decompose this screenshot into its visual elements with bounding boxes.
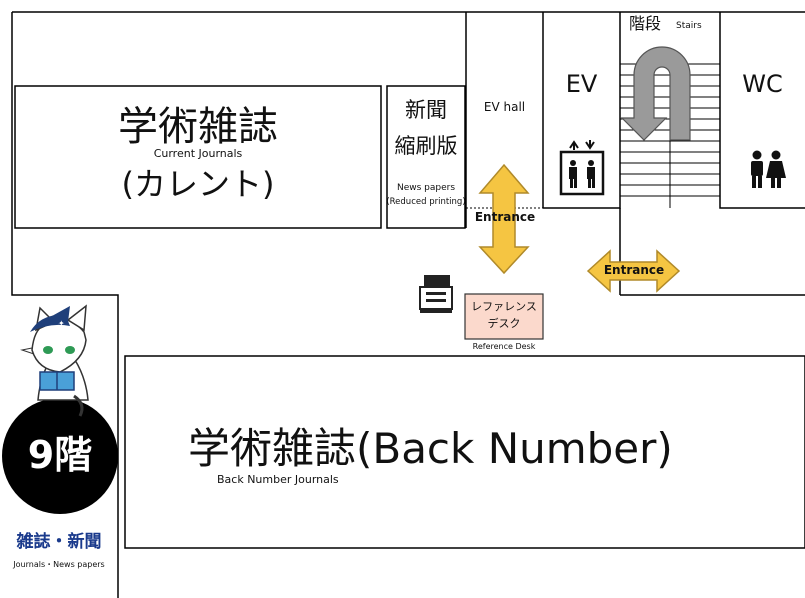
reference-desk-sub: Reference Desk bbox=[472, 342, 536, 351]
newspapers-sub2: (Reduced printing) bbox=[386, 197, 466, 207]
ev-hall-label: EV hall bbox=[483, 100, 526, 114]
entrance-arrow-vertical bbox=[478, 163, 530, 275]
back-number-subtitle: Back Number Journals bbox=[217, 473, 339, 486]
cat-mascot-icon: ✦ bbox=[20, 304, 89, 417]
wc-room bbox=[719, 12, 805, 209]
current-journals-title2: (カレント) bbox=[121, 165, 275, 203]
entrance-label-horizontal[interactable]: Entrance bbox=[603, 263, 665, 277]
floor-number: 9階 bbox=[27, 433, 93, 477]
floor-category: 雑誌・新聞 bbox=[16, 532, 102, 552]
stairs-label-jp: 階段 bbox=[629, 14, 662, 33]
current-journals-room bbox=[14, 85, 382, 229]
reference-desk bbox=[464, 293, 544, 340]
svg-text:✦: ✦ bbox=[58, 319, 65, 328]
newspapers-room bbox=[386, 85, 466, 229]
elevator-icon bbox=[559, 140, 605, 196]
entrance-label-vertical[interactable]: Entrance bbox=[474, 210, 536, 224]
ev-label: EV bbox=[565, 70, 598, 98]
wc-label: WC bbox=[742, 70, 783, 98]
reference-desk-line1: レファレンス bbox=[471, 300, 537, 313]
current-journals-title: 学術雑誌 bbox=[118, 104, 278, 150]
current-journals-subtitle: Current Journals bbox=[153, 147, 243, 160]
newspapers-sub1: News papers bbox=[396, 183, 456, 193]
stairs-arrow-icon bbox=[620, 46, 691, 141]
back-number-room bbox=[124, 355, 805, 549]
newspapers-title1: 新聞 bbox=[405, 98, 447, 122]
reference-desk-line2: デスク bbox=[487, 317, 521, 330]
wall-left bbox=[11, 12, 119, 598]
stairs-label-en: Stairs bbox=[676, 21, 702, 31]
copier-icon bbox=[419, 275, 453, 313]
newspapers-title2: 縮刷版 bbox=[394, 134, 458, 158]
floor-badge bbox=[2, 398, 118, 514]
entrance-arrow-horizontal bbox=[586, 249, 681, 293]
floor-category-sub: Journals・News papers bbox=[13, 560, 105, 569]
restroom-icon bbox=[751, 150, 786, 188]
back-number-title: 学術雑誌(Back Number) bbox=[188, 424, 673, 473]
